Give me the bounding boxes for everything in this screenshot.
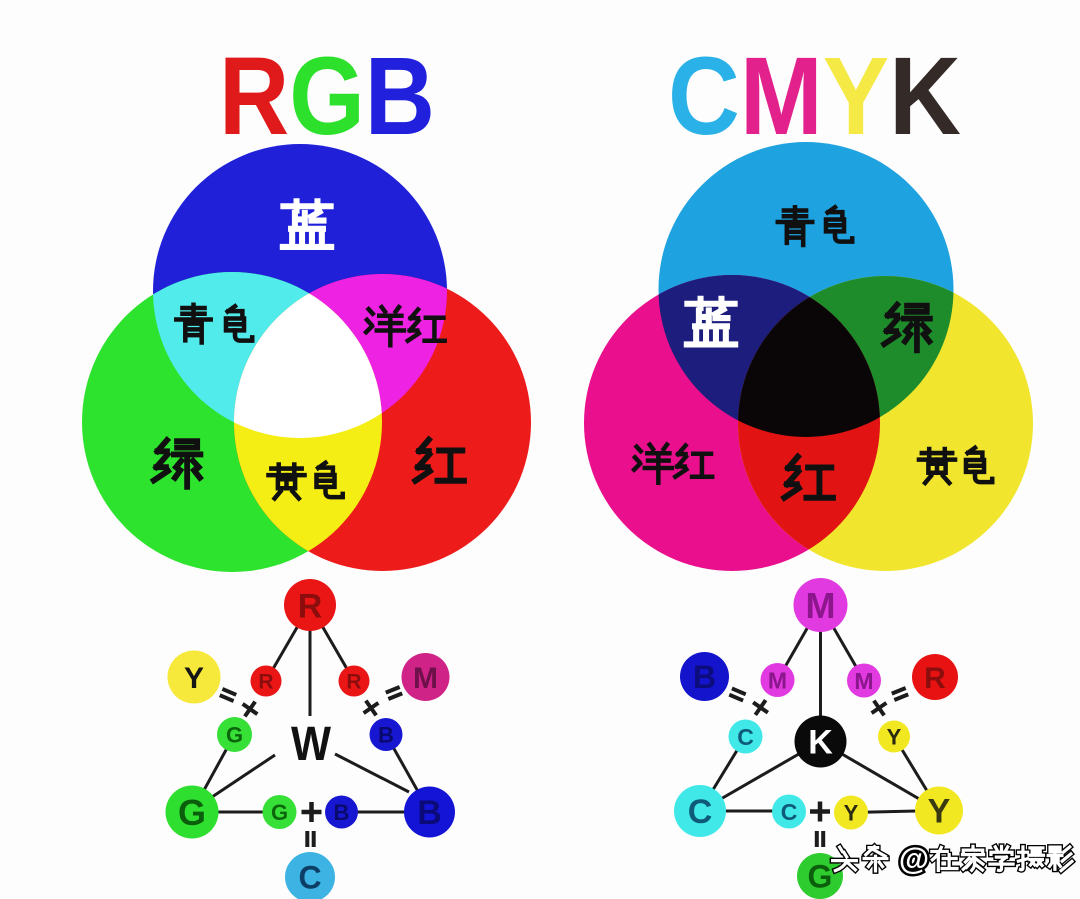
svg-text:G: G bbox=[178, 792, 206, 833]
svg-text:R: R bbox=[298, 588, 323, 626]
svg-text:G: G bbox=[226, 722, 243, 747]
svg-text:M: M bbox=[806, 585, 836, 626]
svg-text:C: C bbox=[298, 860, 321, 896]
svg-text:CMYK: CMYK bbox=[668, 35, 961, 158]
svg-text:Y: Y bbox=[928, 793, 951, 831]
svg-text:K: K bbox=[808, 724, 833, 762]
svg-text:R: R bbox=[346, 671, 361, 694]
svg-text:C: C bbox=[737, 724, 754, 750]
svg-text:C: C bbox=[781, 799, 798, 825]
svg-text:Y: Y bbox=[887, 724, 902, 749]
svg-text:B: B bbox=[693, 659, 716, 695]
svg-text:G: G bbox=[808, 859, 833, 895]
svg-text:G: G bbox=[271, 800, 288, 825]
svg-text:Y: Y bbox=[184, 662, 204, 695]
svg-text:C: C bbox=[688, 793, 713, 831]
svg-text:M: M bbox=[413, 662, 438, 695]
svg-text:B: B bbox=[334, 800, 350, 825]
svg-text:R: R bbox=[924, 662, 946, 695]
svg-text:M: M bbox=[768, 667, 787, 693]
svg-text:B: B bbox=[417, 794, 442, 832]
svg-text:M: M bbox=[854, 668, 873, 694]
svg-text:@: @ bbox=[899, 841, 929, 876]
svg-text:Y: Y bbox=[844, 800, 859, 825]
svg-text:W: W bbox=[291, 718, 332, 771]
svg-text:R: R bbox=[258, 671, 273, 694]
svg-text:B: B bbox=[378, 722, 394, 747]
svg-text:RGB: RGB bbox=[219, 35, 435, 158]
